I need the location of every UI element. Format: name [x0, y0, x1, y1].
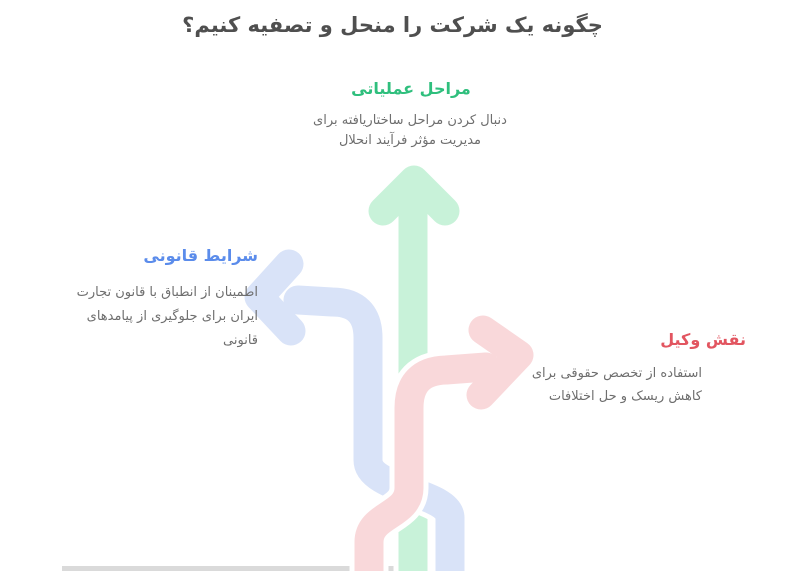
lawyer-description: استفاده از تخصص حقوقی برای کاهش ریسک و ح… — [478, 362, 702, 408]
legal-heading: شرایط قانونی — [143, 246, 258, 265]
legal-description-line: اطمینان از انطباق با قانون تجارت — [76, 285, 258, 300]
lawyer-description-line: کاهش ریسک و حل اختلافات — [548, 389, 702, 404]
legal-arrow-left-icon — [239, 244, 470, 571]
page-title: چگونه یک شرکت را منحل و تصفیه کنیم؟ — [182, 13, 603, 37]
lawyer-arrow-right-icon — [349, 310, 539, 571]
operational-heading: مراحل عملیاتی — [351, 79, 471, 98]
operational-description-line: دنبال کردن مراحل ساختاریافته برای — [313, 113, 507, 128]
operational-description: دنبال کردن مراحل ساختاریافته برای مدیریت… — [220, 111, 600, 151]
legal-description-line: ایران برای جلوگیری از پیامدهای — [86, 309, 258, 324]
lawyer-heading: نقش وکیل — [660, 330, 746, 349]
operational-description-line: مدیریت مؤثر فرآیند انحلال — [338, 133, 482, 148]
legal-description-line: قانونی — [223, 333, 258, 348]
lawyer-description-line: استفاده از تخصص حقوقی برای — [531, 366, 702, 381]
bottom-divider — [62, 566, 462, 571]
legal-description: اطمینان از انطباق با قانون تجارت ایران ب… — [18, 281, 258, 353]
